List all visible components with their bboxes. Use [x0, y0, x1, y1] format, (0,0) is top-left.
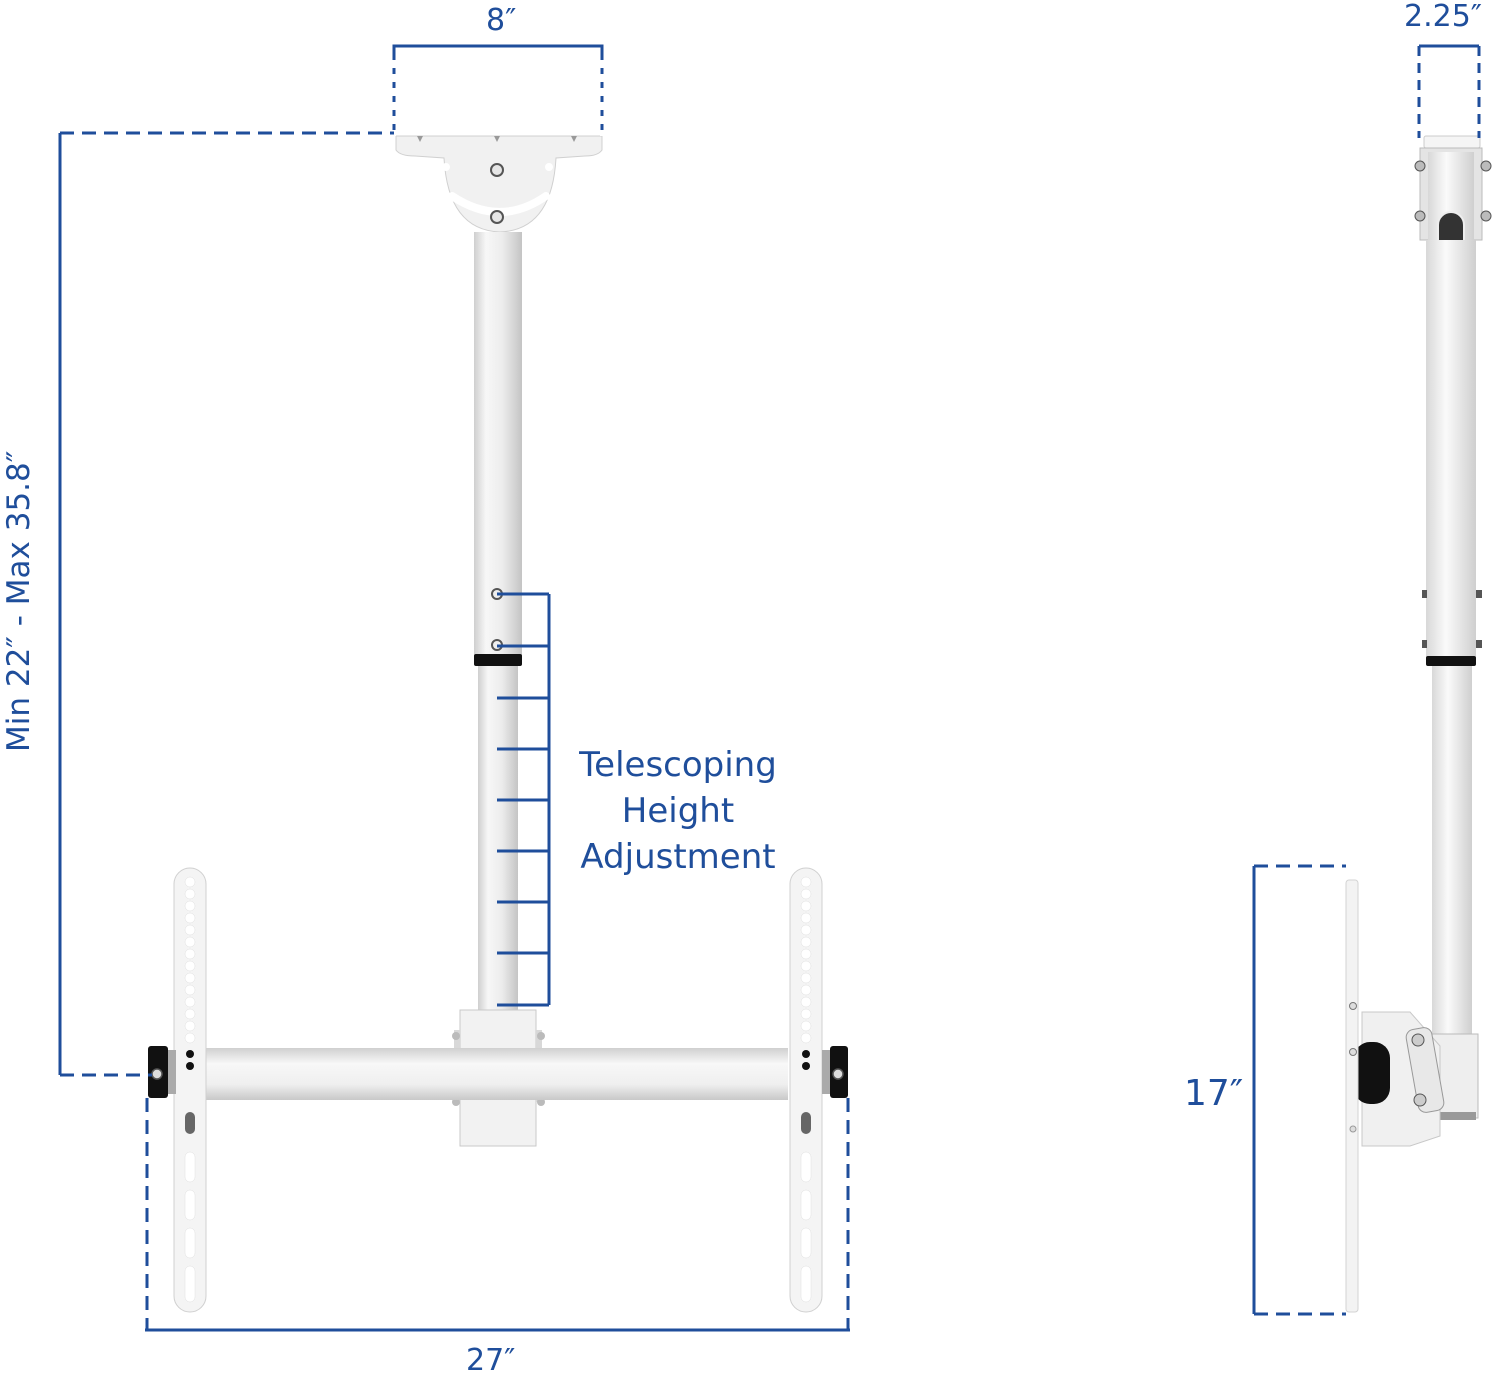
- bolt-icon: [490, 210, 504, 224]
- plate-height-label: 17″: [1184, 1073, 1244, 1114]
- telescoping-ticks: [497, 592, 549, 1007]
- telescoping-label-line3: Adjustment: [580, 837, 776, 877]
- lower-pole: [478, 666, 518, 1012]
- bracket-width-label: 27″: [466, 1343, 516, 1378]
- front-dimension-lines: [58, 44, 850, 1332]
- side-view: [1345, 135, 1492, 1313]
- left-vesa-bracket: [148, 867, 207, 1313]
- ceiling-plate-width-label: 8″: [486, 3, 517, 38]
- bolt-icon: [490, 163, 504, 177]
- telescoping-label: Telescoping Height Adjustment: [560, 742, 796, 880]
- width-8in-line: [392, 44, 604, 136]
- side-upper-pole: [1426, 240, 1476, 660]
- upper-pole: [474, 232, 522, 656]
- front-view: [148, 135, 848, 1313]
- right-vesa-bracket: [789, 867, 848, 1313]
- side-lower-pole: [1432, 666, 1472, 1036]
- side-vesa-plate: [1345, 879, 1359, 1313]
- telescoping-label-line1: Telescoping: [579, 745, 777, 785]
- ceiling-plate-depth-label: 2.25″: [1404, 0, 1483, 34]
- side-end-cap: [1354, 1042, 1390, 1104]
- ceiling-plate: [395, 135, 603, 233]
- pole-collar: [474, 654, 522, 666]
- height-range-label: Min 22″ - Max 35.8″: [1, 450, 37, 752]
- telescoping-label-line2: Height: [621, 791, 735, 831]
- side-dimension-lines: [1252, 44, 1481, 1316]
